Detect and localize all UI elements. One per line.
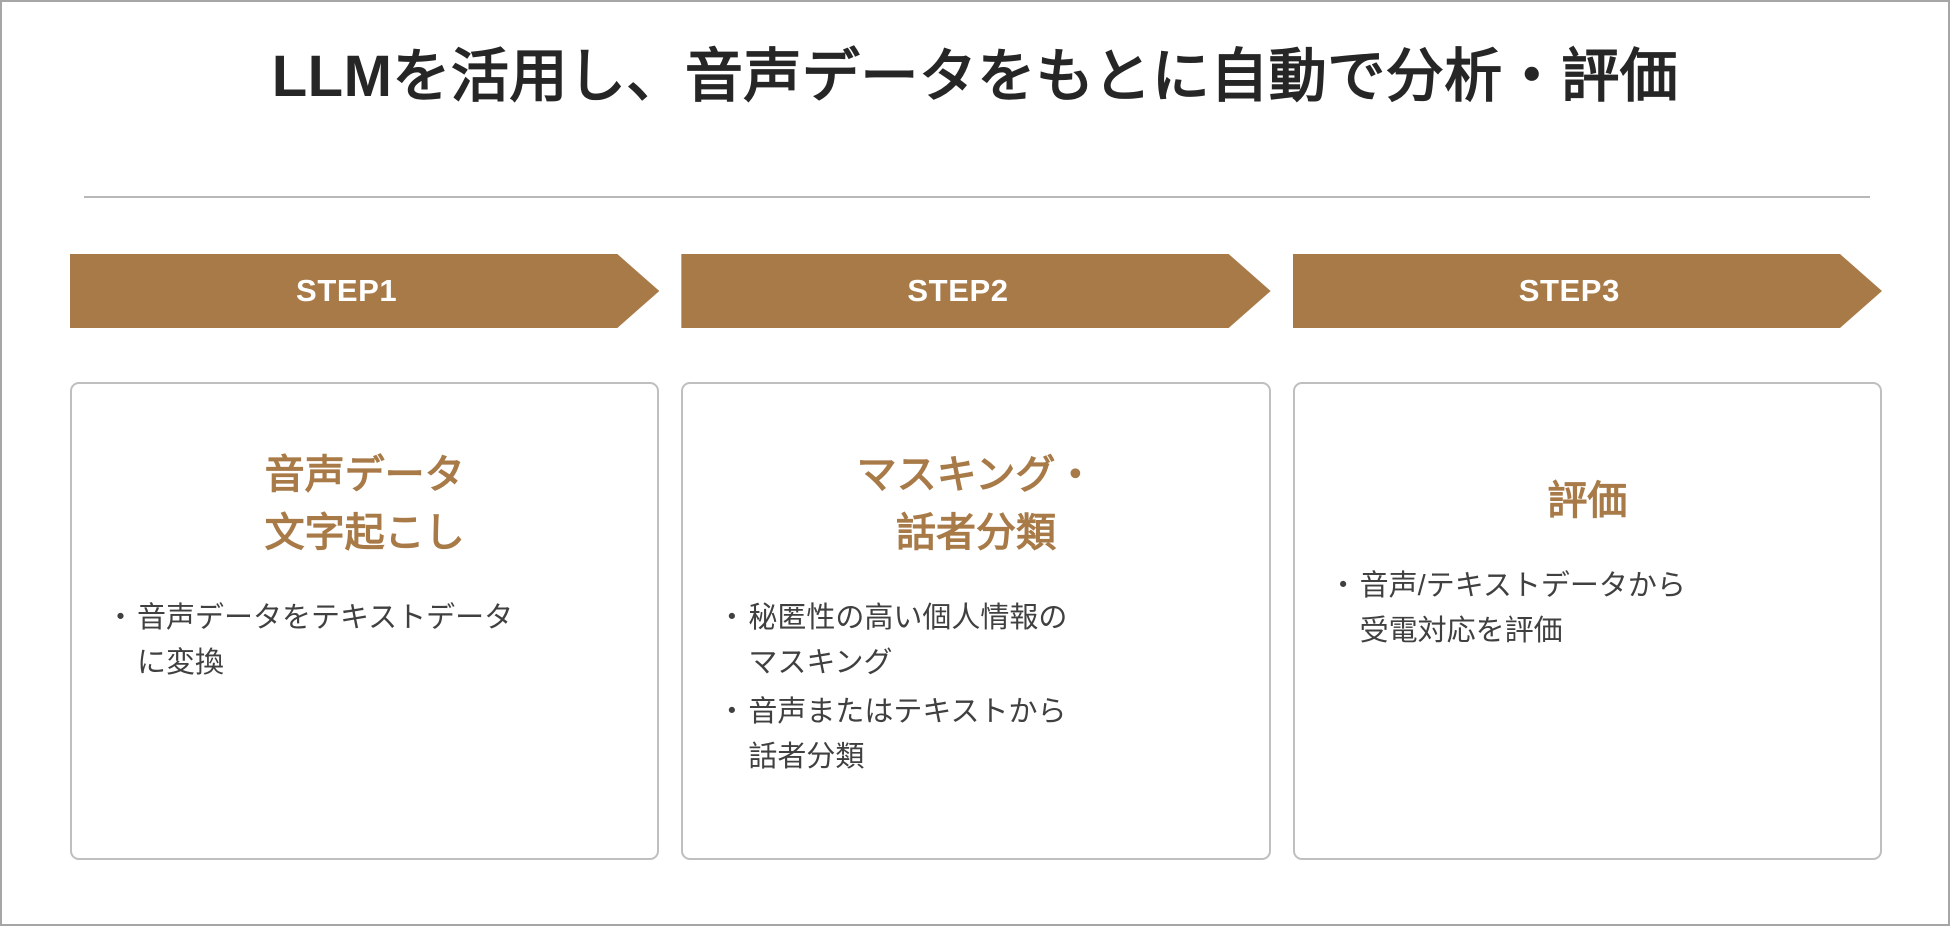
step-arrow-1: STEP1 xyxy=(70,254,659,328)
step-card-3: 評価 ・ 音声/テキストデータから 受電対応を評価 xyxy=(1292,382,1882,860)
chevron-arrow-icon xyxy=(1293,254,1882,328)
step-arrow-1-label: STEP1 xyxy=(296,273,398,308)
bullet-marker-icon: ・ xyxy=(1328,570,1358,602)
list-item: ・ 音声またはテキストから 話者分類 xyxy=(717,690,1234,780)
step-arrow-2: STEP2 xyxy=(681,254,1270,328)
page-title: LLMを活用し、音声データをもとに自動で分析・評価 xyxy=(271,44,1679,109)
step-arrow-2-label: STEP2 xyxy=(907,273,1009,308)
step-arrow-3: STEP3 xyxy=(1293,254,1882,328)
step-cards-row: 音声データ 文字起こし ・ 音声データをテキストデータ に変換 マスキング・ 話… xyxy=(70,382,1882,860)
list-item: ・ 音声データをテキストデータ に変換 xyxy=(106,596,623,686)
bullet-marker-icon: ・ xyxy=(106,602,136,634)
list-item: ・ 音声/テキストデータから 受電対応を評価 xyxy=(1329,564,1846,654)
step-card-2-heading: マスキング・ 話者分類 xyxy=(856,453,1096,555)
bullet-marker-icon: ・ xyxy=(717,602,747,634)
list-item: ・ 秘匿性の高い個人情報の マスキング xyxy=(717,596,1234,686)
chevron-arrow-icon xyxy=(681,254,1270,328)
chevron-arrow-icon xyxy=(70,254,659,328)
step-card-1: 音声データ 文字起こし ・ 音声データをテキストデータ に変換 xyxy=(70,382,660,860)
list-item-text: 音声データをテキストデータ に変換 xyxy=(137,602,514,679)
step-card-3-heading: 評価 xyxy=(1547,479,1628,523)
list-item-text: 秘匿性の高い個人情報の マスキング xyxy=(748,602,1068,679)
step-card-1-heading: 音声データ 文字起こし xyxy=(264,453,465,555)
step-card-3-body: ・ 音声/テキストデータから 受電対応を評価 xyxy=(1329,564,1846,658)
title-divider xyxy=(84,196,1870,198)
step-card-2-body: ・ 秘匿性の高い個人情報の マスキング ・ 音声またはテキストから 話者分類 xyxy=(717,596,1234,784)
list-item-text: 音声/テキストデータから 受電対応を評価 xyxy=(1359,570,1686,647)
step-card-1-body: ・ 音声データをテキストデータ に変換 xyxy=(106,596,623,690)
step-card-2: マスキング・ 話者分類 ・ 秘匿性の高い個人情報の マスキング ・ 音声またはテ… xyxy=(681,382,1271,860)
step-arrow-3-label: STEP3 xyxy=(1518,273,1620,308)
step-arrows-row: STEP1 STEP2 STEP3 xyxy=(70,254,1882,328)
bullet-marker-icon: ・ xyxy=(717,695,747,728)
list-item-text: 音声またはテキストから 話者分類 xyxy=(748,695,1067,773)
